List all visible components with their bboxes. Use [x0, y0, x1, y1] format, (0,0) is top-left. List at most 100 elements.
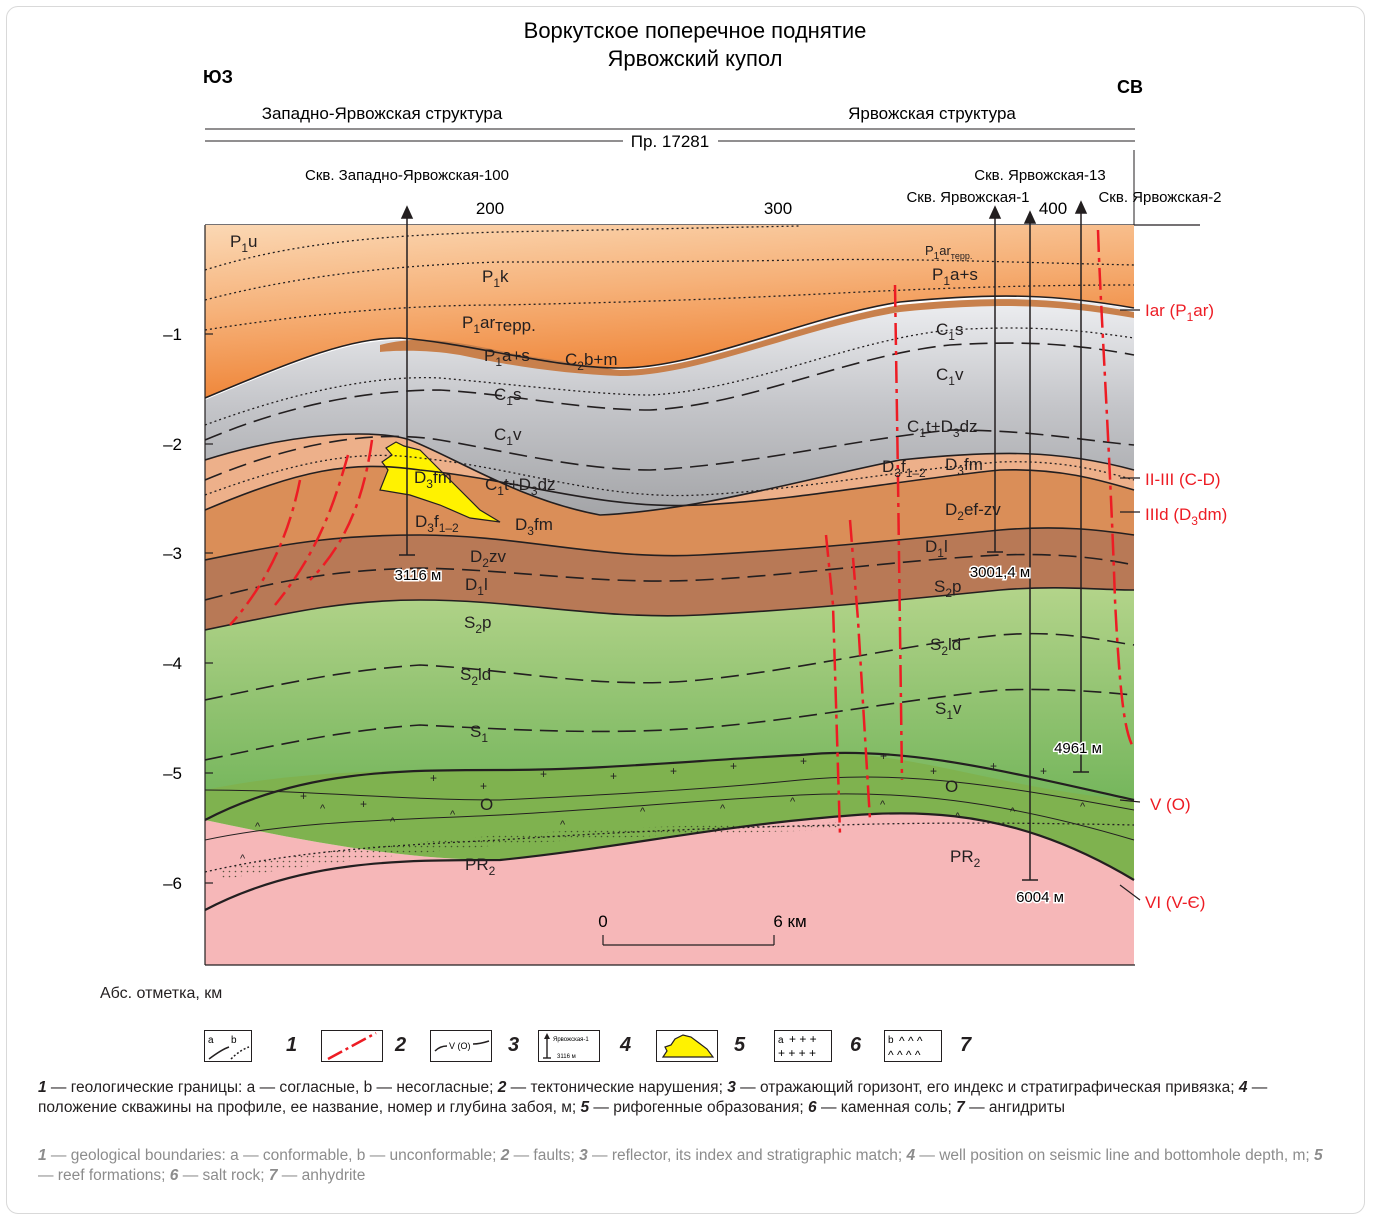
well-yarvozh-1 [987, 205, 1003, 553]
svg-text:+: + [730, 759, 737, 773]
y-axis-ticks [205, 333, 213, 884]
caption-text: — reef formations; [38, 1167, 170, 1184]
svg-text:V (O): V (O) [1150, 795, 1191, 814]
reflector-label: VI (V-Є) [1145, 893, 1205, 912]
legend-symbol-reflector: V (O) [430, 1030, 492, 1062]
well-name: Скв. Ярвожская-13 [974, 167, 1105, 184]
reef-body [379, 441, 501, 523]
unit-label: P1a+s [932, 265, 978, 288]
unit-label: C1v [936, 365, 964, 388]
direction-right: СВ [1117, 77, 1143, 97]
unit-label: D3fm [515, 515, 553, 538]
unit-label: P1a+s [484, 346, 530, 369]
unit-label: S2ld [930, 635, 961, 658]
figure-frame [6, 6, 1365, 1214]
legend: a b 1 2 V (O) 3 Яр [204, 1030, 1004, 1064]
unit-label: O [945, 777, 958, 796]
caption-number: 4 [906, 1147, 916, 1164]
fault-line [893, 284, 904, 781]
unit-label: P1arтерр. [925, 243, 972, 262]
structure-right: Ярвожская структура [848, 104, 1016, 123]
y-tick-label: –1 [163, 325, 182, 344]
fault-line [1096, 229, 1134, 746]
svg-text:b: b [231, 1035, 237, 1046]
svg-text:+: + [360, 797, 367, 811]
unit-label: C1t+D3dz [907, 417, 978, 440]
svg-text:^: ^ [720, 803, 726, 815]
svg-text:Iar (P1ar): Iar (P1ar) [1145, 301, 1214, 324]
svg-text:II-III (C-D): II-III (C-D) [1145, 470, 1221, 489]
svg-text:^: ^ [390, 816, 396, 828]
caption-text: — рифогенные образования; [589, 1099, 809, 1116]
unit-label: C2b+m [565, 350, 618, 373]
caption-number: 4 [1238, 1079, 1248, 1096]
svg-text:^: ^ [450, 809, 456, 821]
x-tick-label: 400 [1039, 199, 1067, 218]
unit-label: S1v [935, 699, 962, 722]
unit-label: PR2 [950, 847, 981, 870]
svg-text:+: + [670, 764, 677, 778]
caption-text: — well position on seismic line and bott… [915, 1147, 1314, 1164]
caption-text: — отражающий горизонт, его индекс и стра… [735, 1079, 1239, 1096]
geological-cross-section: Воркутское поперечное поднятие Ярвожский… [163, 18, 1227, 966]
caption-english: 1 — geological boundaries: a — conformab… [38, 1146, 1338, 1186]
legend-number: 4 [620, 1034, 632, 1056]
svg-text:+: + [300, 789, 307, 803]
well-yarvozh-2 [1073, 200, 1089, 773]
svg-text:3116 м: 3116 м [557, 1054, 576, 1060]
scale-bar-start: 0 [598, 912, 607, 931]
well-western-100 [399, 205, 415, 556]
unit-label: P1arтерр. [462, 313, 536, 336]
legend-symbol-well: Ярвожская-1 3116 м [538, 1030, 600, 1062]
basement-pr2 [205, 813, 1134, 965]
unconformable-boundaries [205, 225, 1135, 873]
y-tick-label: –5 [163, 764, 182, 783]
unit-label: S2p [464, 613, 492, 636]
caption-text: — anhydrite [277, 1167, 366, 1184]
svg-text:^: ^ [1080, 801, 1086, 813]
legend-number: 2 [395, 1034, 407, 1056]
unit-label: S2p [934, 577, 962, 600]
fault-line [848, 519, 872, 821]
conformable-boundaries [205, 295, 1135, 911]
svg-text:+: + [1040, 764, 1047, 778]
caption-russian: 1 — геологические границы: а — согласные… [38, 1078, 1338, 1118]
legend-number: 7 [960, 1034, 972, 1056]
y-tick-label: –3 [163, 544, 182, 563]
legend-symbol-salt: a + + + + + + + [774, 1030, 832, 1062]
svg-text:^: ^ [560, 819, 566, 831]
caption-text: — geological boundaries: a — conformable… [46, 1147, 501, 1164]
caption-number: 2 [497, 1079, 507, 1096]
well-depth: 3116 м [395, 567, 442, 584]
svg-text:a: a [778, 1035, 784, 1046]
svg-text:VI (V-Є): VI (V-Є) [1145, 893, 1205, 912]
unit-label: D1l [465, 575, 488, 598]
x-tick-label: 200 [476, 199, 504, 218]
profile-label: Пр. 17281 [631, 132, 709, 151]
caption-text: — положение скважины на профиле, ее назв… [38, 1079, 1268, 1116]
legend-number: 5 [734, 1034, 746, 1056]
legend-number: 1 [286, 1034, 298, 1056]
unit-label: PR2 [465, 855, 496, 878]
legend-symbol-boundaries: a b [204, 1030, 252, 1062]
svg-text:^: ^ [1010, 806, 1016, 818]
p1as-band [380, 299, 1134, 376]
title-line-1: Воркутское поперечное поднятие [524, 18, 867, 43]
caption-text: — ангидриты [964, 1099, 1065, 1116]
svg-text:^: ^ [320, 803, 326, 815]
y-tick-label: –4 [163, 654, 182, 673]
caption-number: 5 [1314, 1147, 1323, 1164]
scale-bar-end: 6 км [773, 912, 806, 931]
svg-text:a: a [208, 1035, 214, 1046]
svg-text:+: + [930, 764, 937, 778]
unit-label: C1v [494, 425, 522, 448]
svg-text:+ + + +: + + + + [778, 1046, 816, 1060]
caption-text: — тектонические нарушения; [506, 1079, 728, 1096]
svg-text:V (O): V (O) [449, 1041, 471, 1051]
permian-layers [205, 225, 1134, 398]
caption-number: 1 [38, 1147, 47, 1164]
svg-text:^ ^ ^: ^ ^ ^ [899, 1034, 923, 1048]
svg-text:^: ^ [255, 821, 261, 833]
well-name: Скв. Западно-Ярвожская-100 [305, 167, 509, 184]
caption-text: — каменная соль; [816, 1099, 957, 1116]
